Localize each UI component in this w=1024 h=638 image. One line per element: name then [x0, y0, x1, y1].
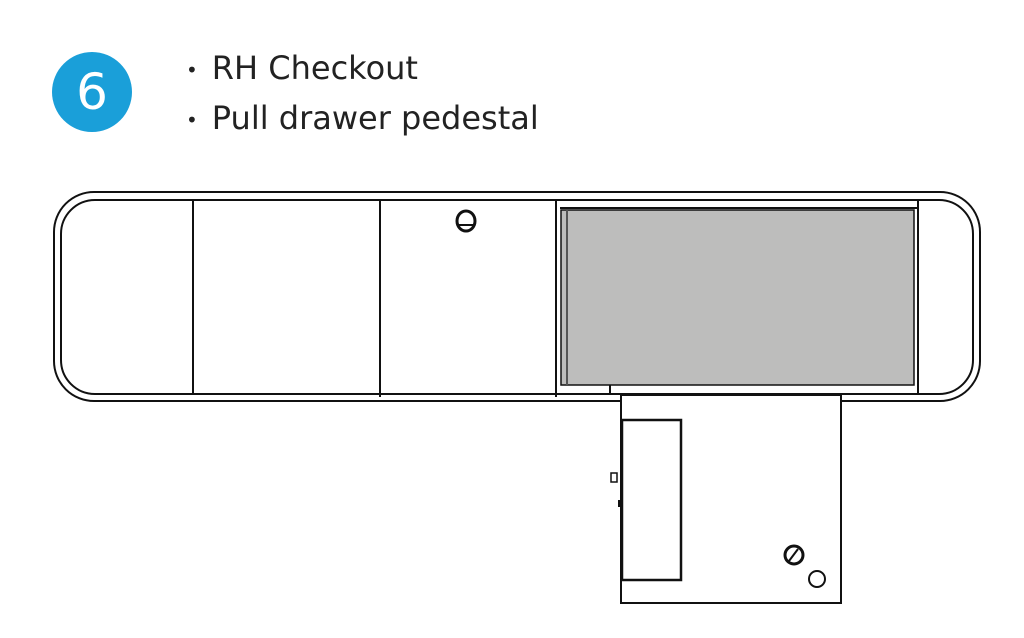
desk-outer-edge [53, 191, 981, 402]
drawer-pedestal [620, 394, 842, 604]
pulled-drawer [620, 418, 683, 582]
desk-surface [60, 199, 974, 395]
pedestal-lock-icon [783, 544, 805, 566]
drawer-latch [610, 472, 618, 483]
instruction-list: RH Checkout Pull drawer pedestal [186, 44, 539, 144]
lock-icon [455, 209, 477, 233]
step-number-badge: 6 [52, 52, 132, 132]
bullet-item: RH Checkout [186, 44, 539, 94]
bullet-item: Pull drawer pedestal [186, 94, 539, 144]
highlighted-drawer-area [560, 209, 915, 386]
cable-hole-icon [808, 570, 826, 588]
